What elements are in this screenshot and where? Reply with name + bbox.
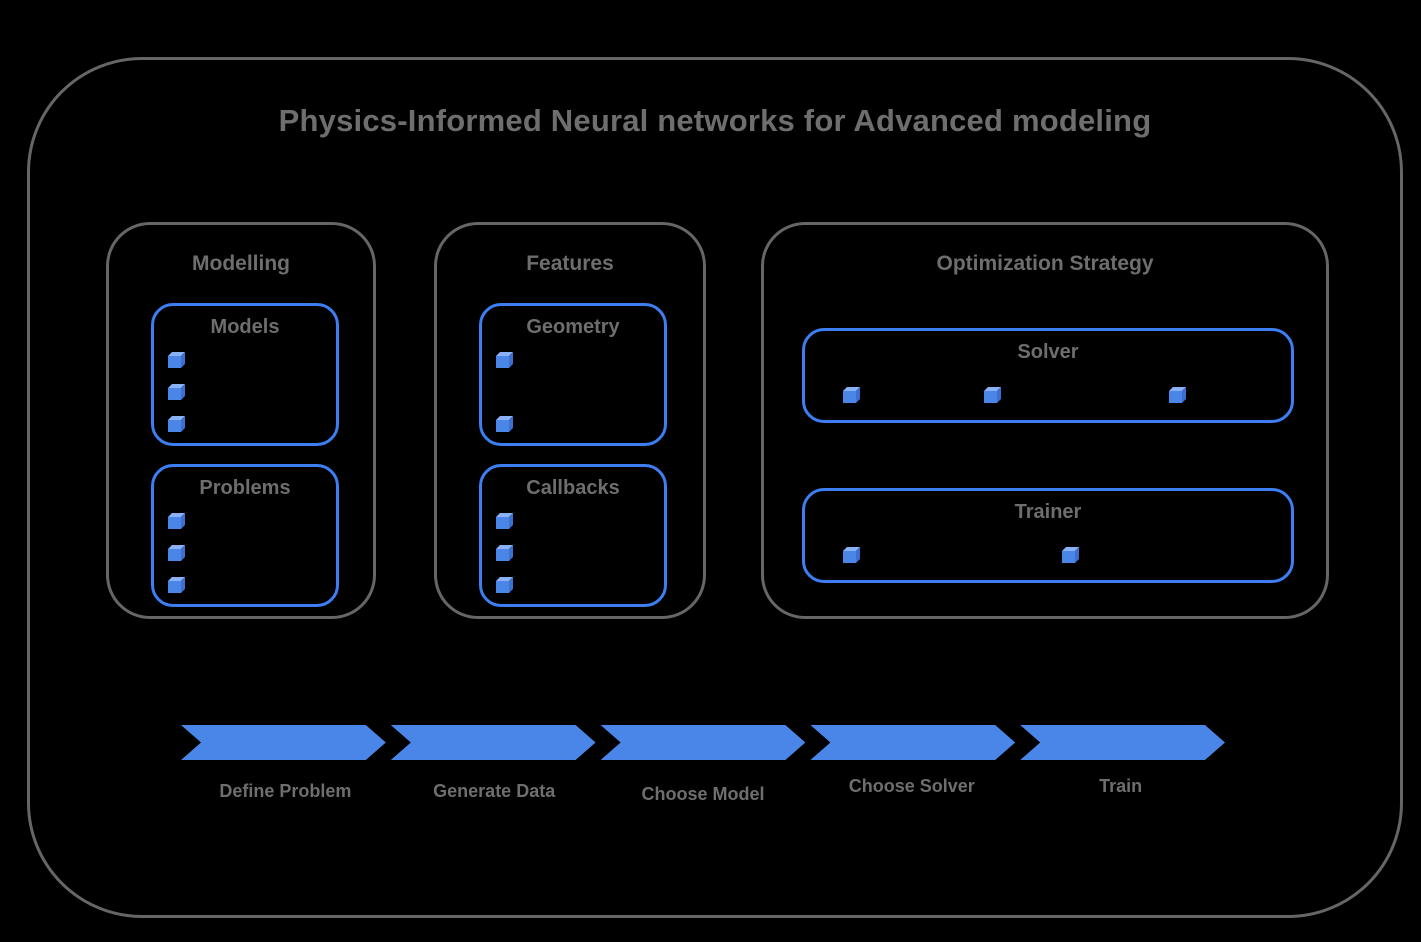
workflow-step-label-choose-model: Choose Model xyxy=(641,784,765,804)
cube-icon xyxy=(843,551,856,563)
group-optimization-strategy-title: Optimization Strategy xyxy=(936,252,1154,275)
cube-icon xyxy=(168,388,181,400)
cube-icon xyxy=(496,517,509,529)
group-modelling-title: Modelling xyxy=(192,252,290,275)
workflow-arrow-segment-4 xyxy=(810,725,1015,760)
group-features-title: Features xyxy=(526,252,614,275)
workflow-arrow-segment-2 xyxy=(391,725,596,760)
group-modelling: Modelling Models Problems xyxy=(106,222,376,619)
cube-icon xyxy=(843,391,856,403)
cube-icon xyxy=(1169,391,1182,403)
box-solver: Solver xyxy=(802,328,1294,423)
cube-icon xyxy=(496,420,509,432)
workflow-labels: Define Problem Generate Data Choose Mode… xyxy=(181,775,1225,804)
box-geometry-title: Geometry xyxy=(526,316,620,338)
cube-icon xyxy=(168,549,181,561)
box-solver-items xyxy=(843,391,1182,403)
box-trainer: Trainer xyxy=(802,488,1294,583)
workflow-arrow-segment-5 xyxy=(1020,725,1225,760)
cube-icon xyxy=(984,391,997,403)
workflow-step-label-define-problem: Define Problem xyxy=(219,781,352,801)
box-geometry: Geometry xyxy=(479,303,667,446)
box-problems-items xyxy=(168,517,181,593)
box-models-items xyxy=(168,356,181,432)
workflow-arrow-segment-3 xyxy=(601,725,806,760)
cube-icon xyxy=(168,517,181,529)
box-trainer-title: Trainer xyxy=(1014,501,1082,523)
box-models-title: Models xyxy=(210,316,280,338)
workflow-step-label-train: Train xyxy=(1099,776,1143,796)
box-callbacks-items xyxy=(496,517,509,593)
box-models: Models xyxy=(151,303,339,446)
box-problems-title: Problems xyxy=(199,477,291,499)
box-trainer-items xyxy=(843,551,1075,563)
workflow-arrows xyxy=(181,725,1225,760)
cube-icon xyxy=(496,356,509,368)
cube-icon xyxy=(168,581,181,593)
group-optimization-strategy: Optimization Strategy Solver Trainer xyxy=(761,222,1329,619)
box-geometry-items xyxy=(496,356,509,432)
cube-icon xyxy=(1062,551,1075,563)
cube-icon xyxy=(168,420,181,432)
box-callbacks: Callbacks xyxy=(479,464,667,607)
box-problems: Problems xyxy=(151,464,339,607)
diagram-title: Physics-Informed Neural networks for Adv… xyxy=(278,103,1152,138)
workflow-arrow-segment-1 xyxy=(181,725,386,760)
box-callbacks-title: Callbacks xyxy=(526,477,620,499)
workflow-step-label-generate-data: Generate Data xyxy=(433,781,556,801)
cube-icon xyxy=(496,581,509,593)
cube-icon xyxy=(168,356,181,368)
diagram-outer-frame: Physics-Informed Neural networks for Adv… xyxy=(27,57,1403,918)
box-solver-title: Solver xyxy=(1017,341,1079,363)
group-features: Features Geometry Callbacks xyxy=(434,222,706,619)
workflow-step-label-choose-solver: Choose Solver xyxy=(848,776,975,796)
cube-icon xyxy=(496,549,509,561)
